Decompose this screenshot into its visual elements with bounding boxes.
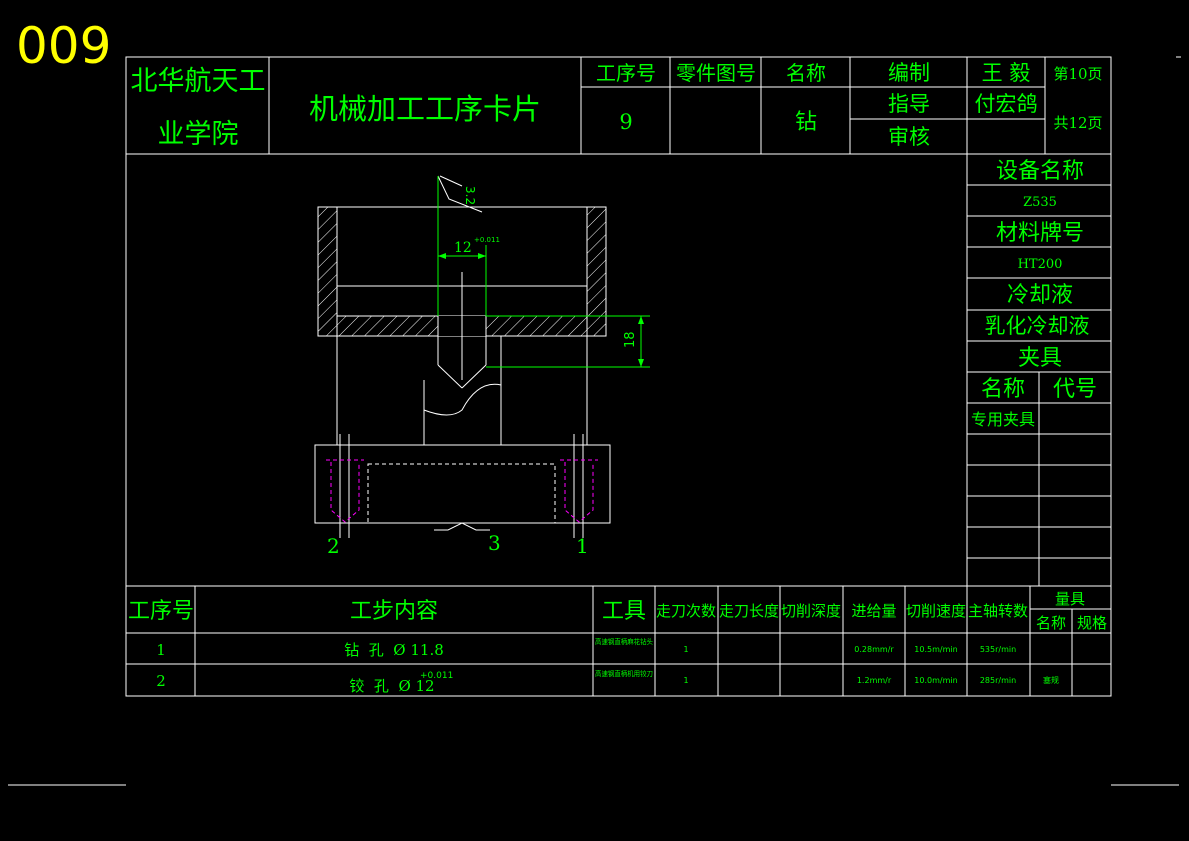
col-header-passes: 走刀次数 [656, 602, 716, 620]
sheet-number: 009 [16, 17, 111, 75]
hole-diameter-value: 12 [454, 240, 472, 256]
card-title: 机械加工工序卡片 [309, 92, 541, 126]
row-speed: 10.5m/min [914, 645, 957, 654]
equipment-label: 设备名称 [996, 159, 1084, 184]
col-header-depth: 切削深度 [781, 602, 841, 620]
row-passes: 1 [683, 645, 688, 654]
process-no-value: 9 [619, 110, 632, 134]
row-passes: 1 [683, 676, 688, 685]
col-header-spindle: 主轴转数 [968, 602, 1028, 620]
col-header-gauge-spec: 规格 [1077, 614, 1107, 632]
page-current: 第10页 [1053, 65, 1102, 83]
table-row: 1 钻 孔 Ø 11.8 高速钢直柄麻花钻头 1 0.28mm/r 10.5m/… [156, 637, 1016, 659]
callout-label-1: 1 [576, 534, 589, 558]
callout-label-2: 2 [327, 534, 340, 558]
row-feed: 0.28mm/r [854, 645, 894, 654]
col-header-content: 工步内容 [350, 599, 438, 624]
row-tool: 高速钢直柄麻花钻头 [595, 637, 653, 646]
process-name-label: 名称 [786, 61, 826, 85]
roughness-value: 3.2 [463, 186, 477, 205]
row-content: 钻 孔 Ø 11.8 [344, 641, 444, 659]
drilled-hole [437, 272, 487, 389]
guided-label: 指导 [888, 92, 930, 116]
material-label: 材料牌号 [996, 221, 1084, 246]
page-total: 共12页 [1053, 114, 1102, 132]
row-gauge-name: 塞规 [1043, 675, 1059, 685]
part-drawing-no-label: 零件图号 [676, 61, 756, 85]
guided-by: 付宏鸽 [975, 92, 1038, 116]
material-value: HT200 [1018, 257, 1063, 272]
row-tool: 高速钢直柄机用铰刀 [595, 669, 653, 678]
row-step-no: 1 [156, 641, 166, 659]
row-content: 铰 孔 Ø 12 [349, 677, 434, 695]
hole-diameter-tolerance: +0.011 [474, 236, 500, 244]
fixture-name-value: 专用夹具 [971, 410, 1035, 429]
row-speed: 10.0m/min [914, 676, 957, 685]
roughness-symbol: 3.2 [437, 175, 483, 213]
fixture-label: 夹具 [1018, 346, 1062, 371]
school-name-line2: 业学院 [158, 119, 239, 150]
process-name-value: 钻 [795, 110, 817, 135]
row-spindle: 535r/min [980, 645, 1016, 654]
hole-depth-dimension: 18 [486, 315, 650, 368]
prepared-label: 编制 [888, 61, 930, 85]
row-feed: 1.2mm/r [857, 676, 892, 685]
coolant-value: 乳化冷却液 [985, 314, 1090, 338]
fixture-code-label: 代号 [1053, 377, 1097, 402]
col-header-gauge: 量具 [1055, 590, 1085, 608]
row-content-tolerance: +0.011 [420, 671, 453, 681]
equipment-value: Z535 [1023, 195, 1057, 210]
table-row: 2 铰 孔 Ø 12 +0.011 高速钢直柄机用铰刀 1 1.2mm/r 10… [156, 669, 1059, 695]
col-header-feed: 进给量 [851, 602, 896, 620]
fixture-body [314, 336, 611, 538]
process-sketch: 3.2 12 +0.011 18 2 3 1 [314, 175, 650, 558]
steps-table-grid [126, 585, 1111, 696]
process-no-label: 工序号 [596, 61, 656, 85]
col-header-tool: 工具 [602, 599, 646, 624]
header-grid [126, 57, 1111, 586]
col-header-length: 走刀长度 [719, 602, 779, 620]
coolant-label: 冷却液 [1007, 283, 1073, 308]
col-header-gauge-name: 名称 [1036, 614, 1066, 632]
col-header-speed: 切削速度 [906, 602, 966, 620]
fixture-name-label: 名称 [981, 377, 1025, 402]
card-border [125, 56, 1112, 697]
row-spindle: 285r/min [980, 676, 1016, 685]
prepared-by: 王 毅 [982, 61, 1031, 85]
callout-label-3: 3 [488, 531, 501, 555]
hole-diameter-dimension: 12 +0.011 [437, 206, 500, 316]
row-step-no: 2 [156, 672, 166, 690]
hole-depth-value: 18 [623, 331, 638, 348]
col-header-step-no: 工序号 [128, 599, 194, 624]
reviewed-label: 审核 [888, 125, 930, 149]
school-name-line1: 北华航天工 [131, 66, 266, 97]
side-info-grid [967, 184, 1111, 586]
